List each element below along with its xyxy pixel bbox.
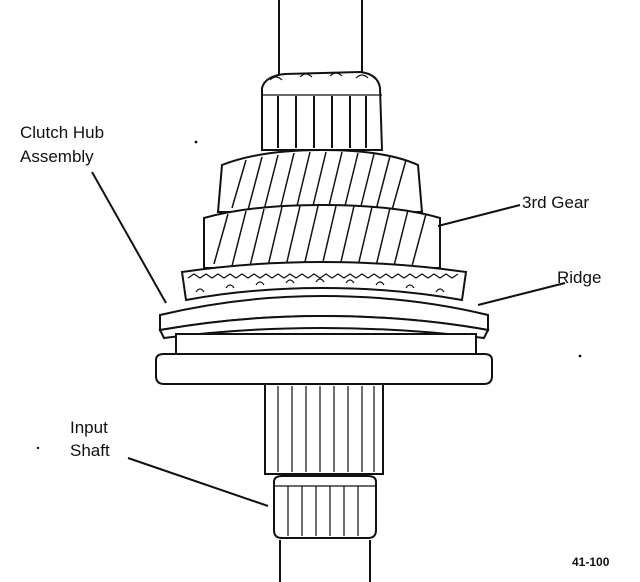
input-shaft-splines xyxy=(264,383,384,475)
scan-specks xyxy=(36,140,582,450)
upper-shaft xyxy=(278,0,363,82)
label-ridge: Ridge xyxy=(557,268,601,287)
input-shaft-collar xyxy=(273,475,377,539)
label-input-shaft-line2: Shaft xyxy=(70,441,110,460)
third-gear-body xyxy=(203,203,441,269)
leader-lines xyxy=(91,171,566,507)
label-clutch-hub-line2: Assembly xyxy=(20,147,94,166)
leader-ridge xyxy=(477,282,566,306)
label-clutch-hub-line1: Clutch Hub xyxy=(20,123,104,142)
top-spline-ring xyxy=(261,70,384,151)
leader-clutch-hub xyxy=(91,171,167,304)
label-input-shaft-line1: Input xyxy=(70,418,108,437)
synchronizer-ring xyxy=(180,260,468,302)
leader-input-shaft xyxy=(127,457,269,507)
leader-third-gear xyxy=(437,204,521,227)
label-third-gear: 3rd Gear xyxy=(522,193,589,212)
lower-shaft xyxy=(279,540,371,582)
clutch-hub-flange xyxy=(158,294,490,340)
upper-helical-gear xyxy=(216,148,424,213)
clutch-hub-body xyxy=(155,333,493,385)
figure-number: 41-100 xyxy=(572,555,610,569)
